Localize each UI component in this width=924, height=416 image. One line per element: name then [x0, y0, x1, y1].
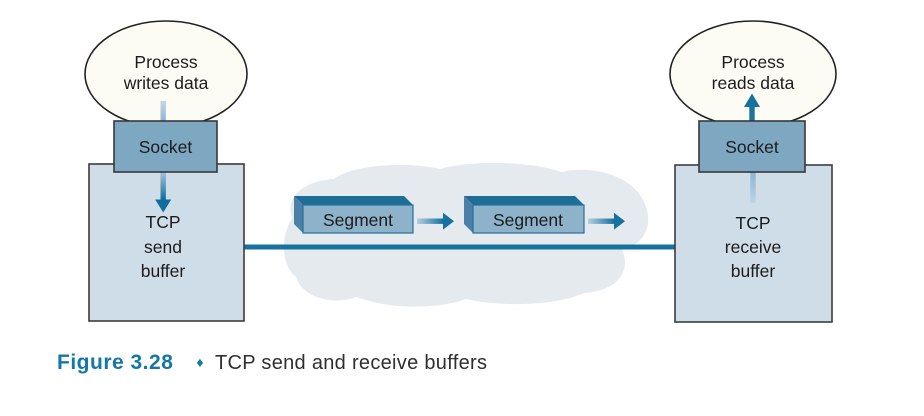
segment-1-label: Segment [323, 210, 393, 230]
figure-title: TCP send and receive buffers [215, 352, 487, 374]
network-cloud [283, 162, 649, 307]
figure-number: Figure 3.28 [57, 351, 173, 374]
sender-socket-box [113, 120, 218, 173]
segment-2-arrow [588, 212, 625, 230]
receiver-process-label-line2: reads data [712, 73, 795, 93]
segment-2-side-face [464, 196, 473, 233]
segment-2-arrow-shaft [588, 218, 614, 224]
segment-2-top-face [464, 196, 584, 205]
sender-process-label-line2: writes data [123, 73, 209, 93]
sender-write-flow-line [160, 101, 166, 122]
segment-1-arrowhead [443, 212, 454, 230]
sender-buffer-box [88, 163, 245, 322]
segment-box-1: Segment [294, 196, 414, 234]
segment-1-arrow-shaft [417, 218, 443, 224]
receiver-read-arrow [744, 93, 760, 122]
segment-2-front-face [472, 204, 585, 234]
receiver-socket-box [698, 120, 806, 173]
segment-box-2: Segment [464, 196, 585, 234]
segment-1-top-face [294, 196, 413, 205]
receiver-buffer-label-line1: TCP [736, 213, 771, 233]
sender-buffer-label-line3: buffer [141, 261, 186, 281]
segment-2-arrowhead [614, 212, 625, 230]
receiver-process-label-line1: Process [721, 52, 784, 72]
receiver-buffer-label-line3: buffer [731, 261, 776, 281]
receiver-buffer-flow-line [750, 172, 756, 203]
receiver-read-arrow-shaft [749, 105, 755, 122]
sender-socket-label: Socket [139, 137, 193, 157]
segment-1-arrow [417, 212, 454, 230]
sender-buffer-label-line2: send [144, 237, 182, 257]
segment-2-label: Segment [493, 210, 563, 230]
sender-buffer-label-line1: TCP [146, 212, 181, 232]
segment-1-side-face [294, 196, 303, 233]
receiver-socket-label: Socket [725, 137, 779, 157]
sender-buffer-arrow-shaft [160, 172, 166, 200]
segment-1-front-face [302, 204, 414, 234]
receiver-read-arrowhead [744, 93, 760, 107]
sender-buffer-arrowhead [155, 199, 172, 213]
sender-buffer-down-arrow [155, 172, 172, 213]
figure-caption: Figure 3.28 ♦ TCP send and receive buffe… [57, 351, 487, 374]
diamond-bullet-icon: ♦ [196, 354, 203, 370]
receiver-buffer-label-line2: receive [725, 237, 781, 257]
sender-process-label-line1: Process [134, 52, 197, 72]
